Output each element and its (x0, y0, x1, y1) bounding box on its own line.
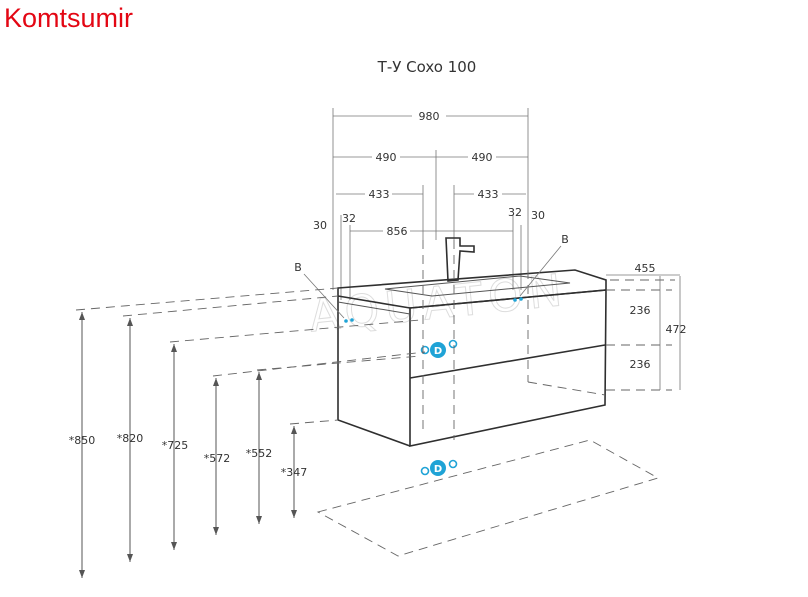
label-d-upper: D (434, 346, 442, 357)
dim-height-552: *552 (246, 447, 273, 460)
height-dimensions: *850 *820 *725 *572 *552 *347 (69, 312, 308, 578)
pipe-dot-icon (519, 297, 523, 301)
dim-edge-left-30: 30 (313, 219, 327, 232)
dim-total-height: 472 (666, 323, 687, 336)
brand-logo-text: Komtsumir (4, 3, 134, 33)
drawing-title: Т-У Coxo 100 (377, 58, 477, 76)
dim-offset-left: 433 (369, 188, 390, 201)
dim-height-725: *725 (162, 439, 189, 452)
dim-top-width: 980 (419, 110, 440, 123)
drain-connector-upper-icon: D (420, 339, 458, 358)
right-dimensions: 455 236 236 472 (606, 262, 687, 390)
dim-height-347: *347 (281, 466, 308, 479)
dim-edge-left-32: 32 (342, 212, 356, 225)
pipe-dot-icon (350, 318, 354, 322)
dim-height-850: *850 (69, 434, 96, 447)
dim-lower-drawer: 236 (630, 358, 651, 371)
projection-lines (75, 240, 675, 557)
dim-height-820: *820 (117, 432, 144, 445)
dim-inner-width: 856 (387, 225, 408, 238)
dim-offset-right: 433 (478, 188, 499, 201)
drain-connector-lower-icon: D (420, 459, 458, 476)
pipe-dot-icon (344, 319, 348, 323)
dim-depth: 455 (635, 262, 656, 275)
pipe-dot-icon (513, 298, 517, 302)
dim-edge-right-30: 30 (531, 209, 545, 222)
dim-edge-right-32: 32 (508, 206, 522, 219)
label-d-lower: D (434, 464, 442, 475)
dim-half-left: 490 (376, 151, 397, 164)
dim-height-572: *572 (204, 452, 231, 465)
dim-upper-drawer: 236 (630, 304, 651, 317)
cabinet-outline (337, 237, 607, 447)
dim-half-right: 490 (472, 151, 493, 164)
label-b-left: B (294, 261, 302, 274)
top-dimensions: 980 490 490 433 433 856 30 32 32 30 (313, 108, 545, 300)
label-b-right: B (561, 233, 569, 246)
